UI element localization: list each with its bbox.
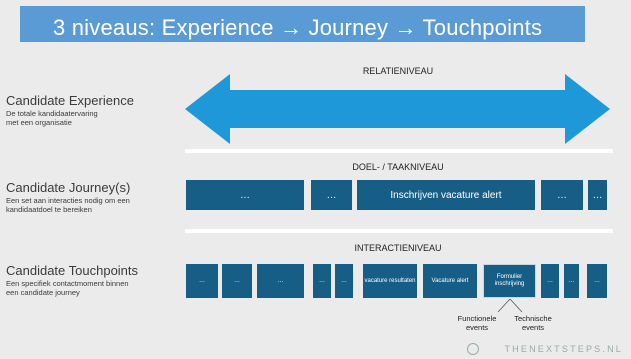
touchpoint-box: … — [541, 264, 559, 298]
touchpoints-description: Een specifiek contactmoment binnen een c… — [6, 279, 129, 297]
logo-circle-icon — [467, 343, 479, 355]
footer-brand: THENEXTSTEPS.NL — [504, 344, 623, 354]
touchpoint-box-formulier-inschrijving: Formulier inschrijving — [483, 264, 536, 298]
double-arrow-icon — [185, 74, 610, 144]
level-label-interactie: INTERACTIENIVEAU — [354, 243, 442, 253]
journey-description: Een set aan interacties nodig om een kan… — [6, 196, 130, 214]
touchpoint-box: … — [313, 264, 331, 298]
title-bar: 3 niveaus: Experience → Journey → Touchp… — [20, 6, 585, 42]
event-connector-lines — [497, 299, 523, 313]
annotation-technische-events: Technische events — [514, 314, 552, 332]
experience-heading: Candidate Experience — [6, 93, 134, 108]
annotation-functionele-events: Functionele events — [457, 314, 497, 332]
touchpoint-box: … — [335, 264, 353, 298]
slide-title: 3 niveaus: Experience → Journey → Touchp… — [53, 15, 543, 40]
touchpoint-box-vacature-resultaten: vacature resultaten — [363, 264, 417, 298]
level-label-doel: DOEL- / TAAKNIVEAU — [352, 162, 444, 172]
level-label-relatie: RELATIENIVEAU — [362, 66, 434, 76]
journey-box: … — [311, 180, 352, 210]
touchpoint-box: … — [564, 264, 579, 298]
touchpoint-box: … — [222, 264, 252, 298]
journey-box: … — [588, 180, 607, 210]
divider — [185, 149, 613, 153]
touchpoint-box: … — [257, 264, 304, 298]
experience-description: De totale kandidaatervaring met een orga… — [6, 109, 98, 127]
journey-box-inschrijven: Inschrijven vacature alert — [357, 180, 535, 210]
journey-box: … — [541, 180, 583, 210]
journey-box: … — [186, 180, 304, 210]
divider — [185, 229, 613, 233]
journey-heading: Candidate Journey(s) — [6, 180, 131, 195]
touchpoints-heading: Candidate Touchpoints — [6, 263, 139, 278]
touchpoint-box-vacature-alert: Vacature alert — [423, 264, 477, 298]
touchpoint-box: … — [587, 264, 607, 298]
touchpoint-box: … — [186, 264, 218, 298]
